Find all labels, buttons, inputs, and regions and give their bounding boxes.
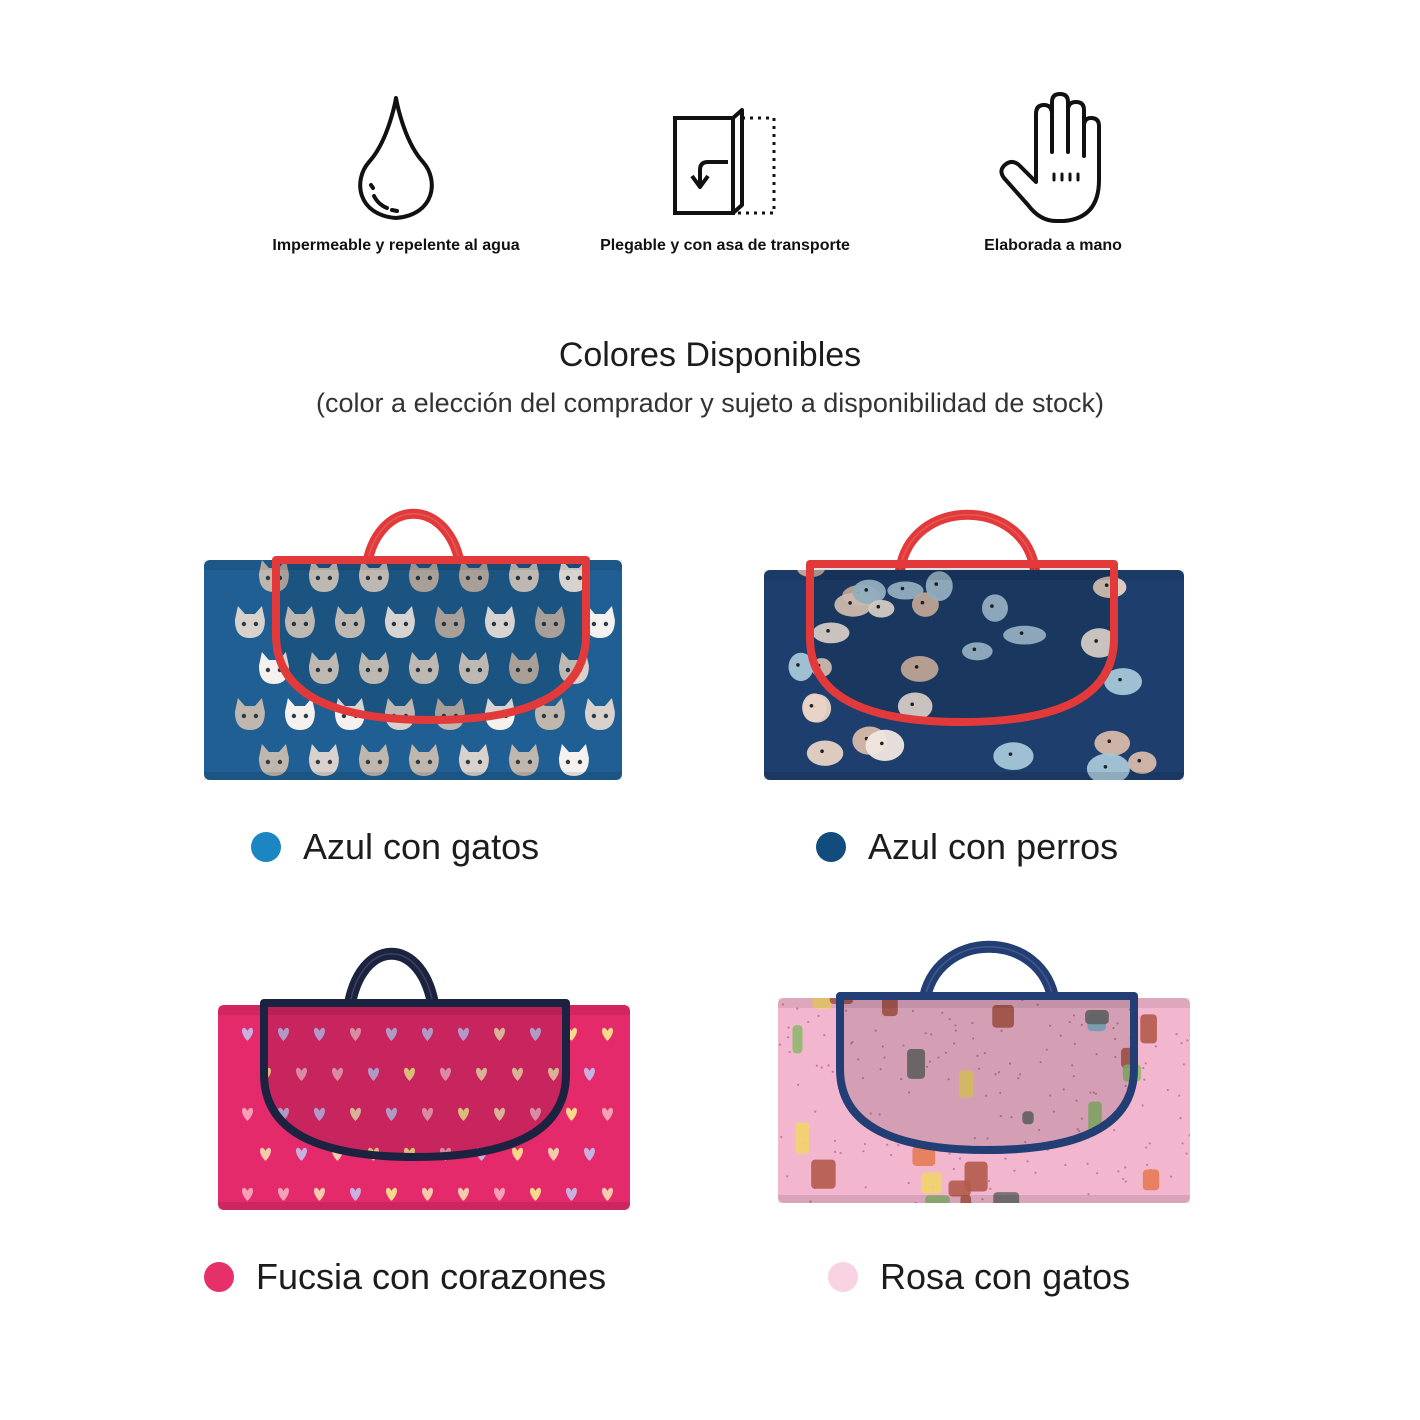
feature-caption: Impermeable y repelente al agua — [272, 237, 520, 254]
picnic-mat-illustration — [204, 508, 622, 780]
product-image-azul-gatos[interactable] — [196, 490, 630, 790]
color-option-label: Fucsia con corazones — [256, 1256, 607, 1297]
color-option-azul-perros[interactable]: Azul con perros — [816, 826, 1118, 868]
color-swatch — [816, 832, 846, 862]
feature-foldable: Plegable y con asa de transporte — [575, 90, 875, 254]
section-title: Colores Disponibles — [558, 336, 862, 374]
feature-caption: Elaborada a mano — [984, 237, 1122, 254]
water-drop-icon — [358, 96, 434, 220]
color-swatch — [828, 1262, 858, 1292]
hand-icon — [999, 92, 1101, 223]
product-image-fucsia-corazones[interactable] — [214, 925, 634, 1225]
picnic-mat-illustration — [778, 940, 1190, 1203]
color-swatch — [251, 832, 281, 862]
color-swatch — [204, 1262, 234, 1292]
feature-handmade: Elaborada a mano — [903, 90, 1203, 254]
feature-waterproof: Impermeable y repelente al agua — [246, 90, 546, 254]
picnic-mat-illustration — [218, 948, 630, 1210]
product-image-azul-perros[interactable] — [760, 490, 1190, 790]
color-option-label: Azul con perros — [868, 826, 1119, 867]
feature-caption: Plegable y con asa de transporte — [600, 237, 850, 254]
section-subtitle: (color a elección del comprador y sujeto… — [316, 388, 1104, 418]
color-option-label: Azul con gatos — [303, 826, 540, 867]
picnic-mat-illustration — [764, 509, 1184, 780]
foldable-icon — [673, 108, 776, 215]
product-image-rosa-gatos[interactable] — [774, 918, 1194, 1218]
color-option-fucsia-corazones[interactable]: Fucsia con corazones — [204, 1256, 606, 1298]
color-option-azul-gatos[interactable]: Azul con gatos — [251, 826, 539, 868]
color-option-rosa-gatos[interactable]: Rosa con gatos — [828, 1256, 1130, 1298]
color-option-label: Rosa con gatos — [880, 1256, 1131, 1297]
